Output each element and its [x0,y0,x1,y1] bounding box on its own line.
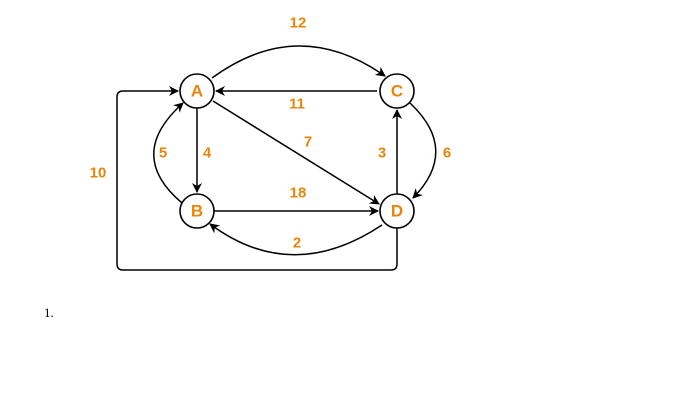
edge-d-to-b [209,223,383,256]
node-a: A [179,73,215,109]
edge-d-to-a [116,86,398,271]
node-d-label: D [391,202,403,221]
edge-weight-b-d: 18 [290,185,307,202]
edge-a-to-d [212,100,380,205]
node-c-label: C [391,82,403,101]
node-b: B [179,193,215,229]
edge-weight-a-b: 4 [203,145,212,162]
edge-weight-c-d: 6 [443,145,451,162]
node-b-label: B [191,202,203,221]
node-d: D [379,193,415,229]
edge-weight-d-b: 2 [293,235,301,252]
edge-weight-b-a: 5 [159,145,167,162]
edge-weight-d-a: 10 [90,165,107,182]
node-a-label: A [191,82,203,101]
edge-c-to-d [409,102,437,199]
node-c: C [379,73,415,109]
edge-weight-a-d: 7 [304,134,312,151]
edge-a-to-c [211,45,386,79]
edge-weight-a-c: 12 [290,15,307,32]
edge-b-to-a [153,102,184,204]
list-number: 1. [44,305,54,320]
edge-weight-c-a: 11 [289,96,305,113]
edge-weight-d-c: 3 [378,145,386,162]
